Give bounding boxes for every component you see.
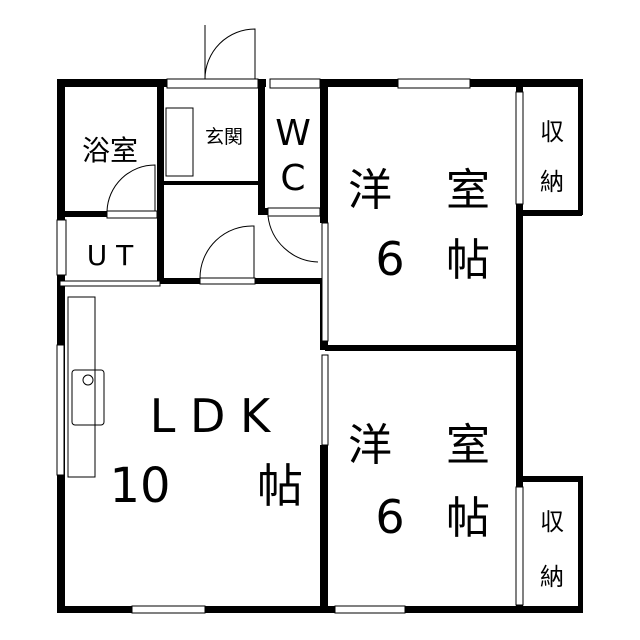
room-label-closet2-b: 納 xyxy=(540,563,564,591)
room-label-western1-a: 洋 xyxy=(348,165,392,216)
room-unit-ldk: 帖 xyxy=(257,459,303,513)
room-size-western1: 6 xyxy=(375,232,404,286)
room-label-ut: U T xyxy=(87,239,134,272)
room-unit-western2: 帖 xyxy=(446,493,490,544)
room-label-ldk: L D K xyxy=(150,389,272,443)
room-label-wc-w: W xyxy=(275,113,311,154)
room-label-bath: 浴室 xyxy=(82,134,138,167)
room-size-western2: 6 xyxy=(375,490,404,544)
room-unit-western1: 帖 xyxy=(446,235,490,286)
openings xyxy=(56,25,524,614)
room-size-ldk: 10 xyxy=(109,458,170,514)
room-label-closet2-a: 収 xyxy=(540,508,564,536)
room-label-closet1-b: 納 xyxy=(540,168,564,196)
room-label-genkan: 玄関 xyxy=(205,126,243,148)
room-label-western1-b: 室 xyxy=(446,165,490,216)
room-label-western2-a: 洋 xyxy=(348,420,392,471)
room-label-wc-c: C xyxy=(280,158,305,199)
room-label-western2-b: 室 xyxy=(446,420,490,471)
room-label-closet1-a: 収 xyxy=(540,118,564,146)
